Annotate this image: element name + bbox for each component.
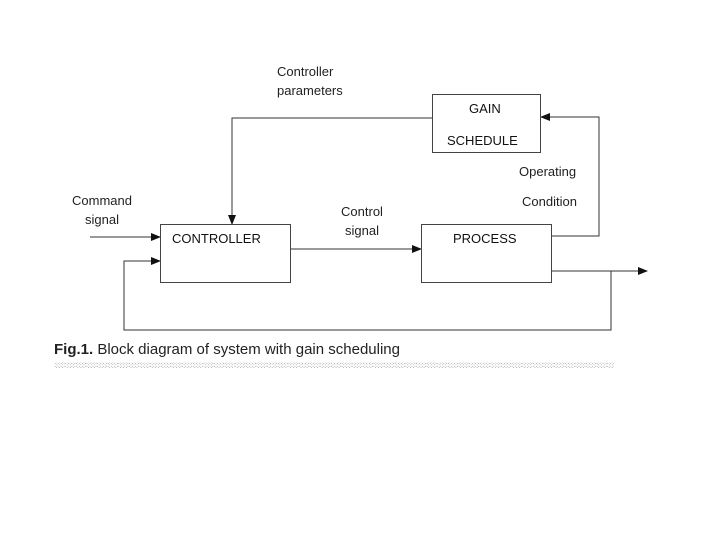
controller-parameters-arrow — [228, 117, 432, 225]
controller-parameters-label: Controller parameters — [277, 64, 343, 98]
command-signal-label: Command signal — [72, 193, 132, 227]
gain-schedule-label-2: SCHEDULE — [447, 133, 518, 148]
gain-schedule-block: GAIN SCHEDULE — [432, 94, 541, 153]
operating-condition-label-1: Operating — [519, 164, 577, 179]
operating-condition-arrow — [540, 113, 600, 237]
operating-condition-label-2: Condition — [522, 194, 577, 209]
control-signal-label: Control signal — [341, 204, 383, 238]
controller-label: CONTROLLER — [172, 231, 261, 246]
clipped-text-remnant: ░░░░░░░░░░░░░░░░░░░░░░░░░░░░░░░░░░░░░░░░… — [54, 362, 614, 368]
figure-caption: Fig.1. Block diagram of system with gain… — [54, 341, 400, 358]
gain-schedule-label-1: GAIN — [469, 101, 501, 116]
controller-block: CONTROLLER — [160, 224, 291, 283]
figure-number: Fig.1. — [54, 341, 94, 358]
feedback-loop-arrow — [123, 257, 612, 331]
process-block: PROCESS — [421, 224, 552, 283]
process-label: PROCESS — [453, 231, 517, 246]
caption-text: Block diagram of system with gain schedu… — [93, 341, 400, 358]
